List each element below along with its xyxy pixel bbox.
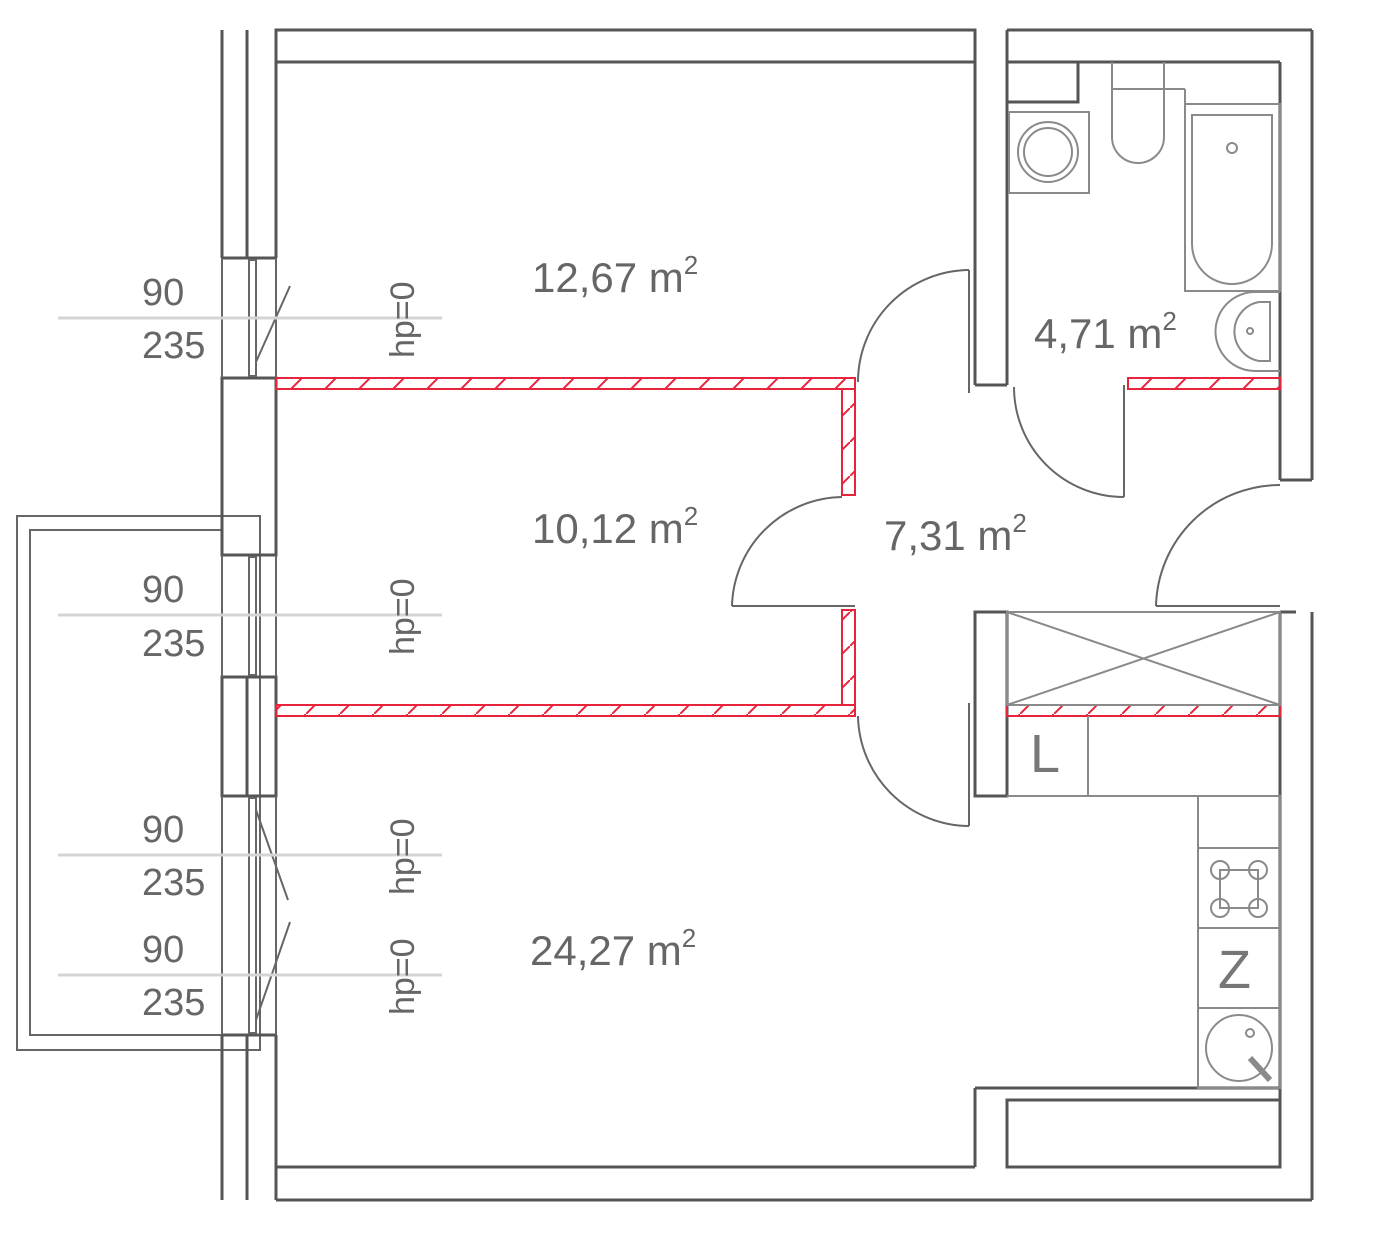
wardrobe-icon	[1006, 611, 1281, 706]
stove-icon	[1210, 860, 1268, 918]
room-area-bathroom: 4,71 m2	[1034, 306, 1177, 357]
door-bedroom-2	[731, 496, 855, 607]
window-width-label: 90	[142, 929, 184, 971]
window-3	[221, 796, 291, 1035]
door-bathroom	[1013, 385, 1125, 498]
doors	[731, 269, 1281, 827]
door-living	[857, 703, 970, 827]
sink-icon	[1214, 291, 1280, 372]
window-height-label: 235	[142, 862, 205, 904]
kitchen-sink-icon	[1205, 1014, 1273, 1083]
interior-walls	[973, 30, 1296, 798]
sill-height-label: hp=0	[384, 938, 422, 1015]
kitchen-fixtures: L Z	[1006, 611, 1281, 1089]
toilet-icon	[1111, 62, 1186, 164]
window-width-label: 90	[142, 569, 184, 611]
bathroom-fixtures	[1008, 62, 1281, 372]
sill-height-label: hp=0	[384, 578, 422, 655]
sill-height-label: hp=0	[384, 818, 422, 895]
window-height-label: 235	[142, 623, 205, 665]
door-kitchen	[1155, 484, 1281, 607]
window-width-label: 90	[142, 809, 184, 851]
window-width-label: 90	[142, 272, 184, 314]
window-height-label: 235	[142, 325, 205, 367]
room-area-bedroom-2: 10,12 m2	[532, 501, 698, 552]
door-bedroom-1	[857, 269, 970, 393]
partition-walls	[275, 377, 1281, 717]
cabinet-symbol: Z	[1218, 940, 1251, 1000]
washing-machine-icon	[1008, 111, 1090, 194]
fridge-symbol: L	[1030, 724, 1060, 784]
window-height-label: 235	[142, 982, 205, 1024]
windows	[221, 258, 291, 1035]
bathtub-icon	[1184, 103, 1281, 292]
room-area-hall: 7,31 m2	[884, 508, 1027, 559]
room-area-bedroom-1: 12,67 m2	[532, 250, 698, 301]
window-dimension-lines	[58, 316, 442, 977]
balcony	[16, 515, 261, 1051]
sill-height-label: hp=0	[384, 281, 422, 358]
room-area-living: 24,27 m2	[530, 923, 696, 974]
